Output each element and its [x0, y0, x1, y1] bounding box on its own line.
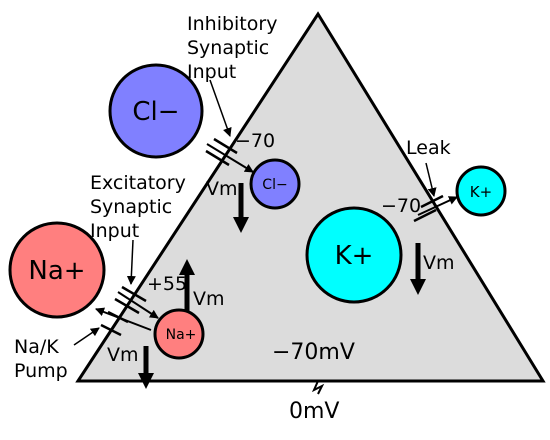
vm-label-chloride: Vm	[206, 178, 238, 200]
excitatory-line-1: Excitatory	[90, 172, 186, 194]
inhibitory-line-2: Synaptic	[187, 37, 269, 59]
inhibitory-line-1: Inhibitory	[187, 13, 277, 35]
zero-potential-label: 0mV	[289, 399, 339, 424]
potassium-outside-label: K+	[470, 183, 492, 201]
chloride-channel-symbol	[205, 137, 254, 173]
sodium-outside-label: Na+	[28, 256, 85, 286]
chloride-inside-circle	[249, 158, 301, 210]
chloride-outside-circle	[108, 63, 204, 159]
excitatory-pointer	[126, 239, 136, 285]
chloride-reversal-label: −70	[235, 130, 275, 152]
sodium-reversal-label: +55	[147, 273, 187, 295]
pump-pointer	[73, 327, 100, 346]
excitatory-line-3: Input	[90, 220, 139, 242]
resting-potential-label: −70mV	[272, 340, 355, 365]
pump-line-2: Pump	[14, 360, 68, 382]
chloride-inside-label: Cl−	[262, 177, 287, 193]
inhibitory-line-3: Input	[187, 61, 236, 83]
chloride-outside-label: Cl−	[132, 97, 179, 127]
inhibitory-label: Inhibitory Synaptic Input	[187, 13, 283, 83]
potassium-leak-channel-symbol	[413, 194, 458, 223]
cell-membrane-triangle	[75, 11, 546, 383]
excitatory-line-2: Synaptic	[90, 196, 172, 218]
leak-label: Leak	[406, 137, 451, 159]
sodium-inside-circle	[153, 308, 205, 360]
potassium-outside-circle	[455, 165, 507, 217]
sodium-inside-label: Na+	[166, 327, 197, 343]
potassium-reversal-label: −70	[381, 195, 421, 217]
sodium-outside-circle	[8, 221, 106, 319]
potassium-inside-circle	[305, 206, 403, 304]
potassium-inside-label: K+	[335, 241, 374, 271]
ground-break	[311, 380, 325, 395]
vm-label-pump: Vm	[107, 344, 139, 366]
pump-label: Na/K Pump	[14, 336, 68, 382]
leak-pointer	[425, 162, 437, 197]
na-k-pump-symbol	[95, 307, 152, 337]
inhibitory-pointer	[209, 79, 232, 137]
excitatory-label: Excitatory Synaptic Input	[90, 172, 192, 242]
vm-label-potassium: Vm	[423, 252, 455, 274]
vm-label-sodium: Vm	[193, 288, 225, 310]
pump-line-1: Na/K	[14, 336, 59, 358]
sodium-channel-symbol	[114, 285, 159, 319]
